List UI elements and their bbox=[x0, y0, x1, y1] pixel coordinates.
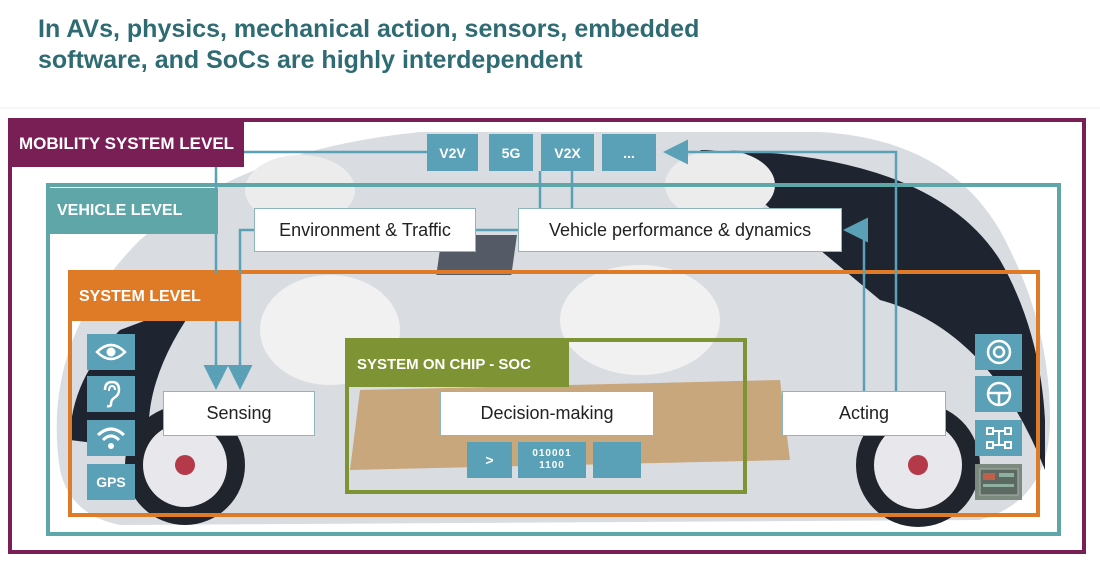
sensing-box: Sensing bbox=[163, 391, 315, 436]
environment-traffic-box: Environment & Traffic bbox=[254, 208, 476, 252]
more-connectivity-chip: ... bbox=[602, 134, 656, 171]
eye-icon bbox=[87, 334, 135, 370]
gps-icon: GPS bbox=[87, 464, 135, 500]
slide-title: In AVs, physics, mechanical action, sens… bbox=[38, 14, 938, 76]
soc-level-label: SYSTEM ON CHIP - SOC bbox=[345, 341, 569, 387]
mobility-system-level-label: MOBILITY SYSTEM LEVEL bbox=[8, 121, 244, 167]
binary-line-2: 1100 bbox=[539, 460, 565, 471]
chassis-icon bbox=[975, 420, 1022, 456]
title-line-1: In AVs, physics, mechanical action, sens… bbox=[38, 15, 700, 43]
v2v-chip: V2V bbox=[427, 134, 478, 171]
tire-icon bbox=[975, 334, 1022, 370]
mobility-system-frame bbox=[8, 118, 1086, 554]
binary-line-1: 010001 bbox=[532, 448, 572, 459]
steering-wheel-icon bbox=[975, 376, 1022, 412]
soc-frame bbox=[345, 338, 747, 494]
wifi-icon bbox=[87, 420, 135, 456]
binary-chip: 010001 1100 bbox=[518, 442, 586, 478]
decision-making-box: Decision-making bbox=[440, 391, 654, 436]
vehicle-level-frame bbox=[46, 183, 1061, 536]
5g-chip: 5G bbox=[489, 134, 533, 171]
vehicle-performance-box: Vehicle performance & dynamics bbox=[518, 208, 842, 252]
v2x-chip: V2X bbox=[541, 134, 594, 171]
system-level-frame bbox=[68, 270, 1040, 517]
blank-chip bbox=[593, 442, 641, 478]
ear-icon bbox=[87, 376, 135, 412]
title-line-2: software, and SoCs are highly interdepen… bbox=[38, 46, 583, 74]
acting-box: Acting bbox=[782, 391, 946, 436]
system-level-label: SYSTEM LEVEL bbox=[68, 273, 241, 321]
display-icon bbox=[975, 464, 1022, 500]
vehicle-level-label: VEHICLE LEVEL bbox=[46, 188, 218, 234]
prompt-chip: > bbox=[467, 442, 512, 478]
